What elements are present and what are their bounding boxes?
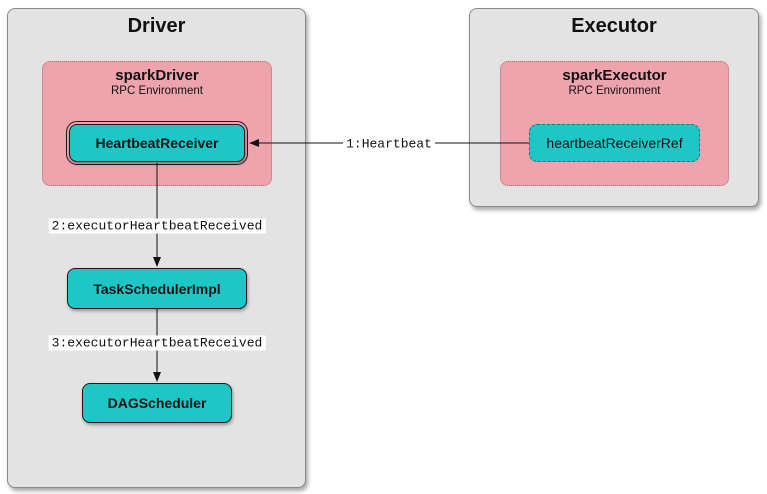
dag-scheduler-node[interactable]: DAGScheduler <box>82 383 232 423</box>
heartbeat-receiver-node[interactable]: HeartbeatReceiver <box>66 121 248 165</box>
spark-driver-env-name: sparkDriver <box>115 67 199 84</box>
executor-title: Executor <box>571 15 657 37</box>
spark-executor-env-name: sparkExecutor <box>562 67 667 84</box>
edge-heartbeat-label: 1:Heartbeat <box>343 136 435 152</box>
edge-received-3-label: 3:executorHeartbeatReceived <box>48 335 266 351</box>
spark-executor-env-subtitle: RPC Environment <box>568 85 661 97</box>
driver-title: Driver <box>127 15 186 37</box>
spark-driver-env-subtitle: RPC Environment <box>110 85 204 97</box>
edge-received-2-label: 2:executorHeartbeatReceived <box>48 218 266 234</box>
spark-executor-env: sparkExecutor RPC Environment <box>500 61 729 186</box>
task-scheduler-node[interactable]: TaskSchedulerImpl <box>67 268 247 309</box>
heartbeat-receiver-ref-node[interactable]: heartbeatReceiverRef <box>529 124 700 162</box>
